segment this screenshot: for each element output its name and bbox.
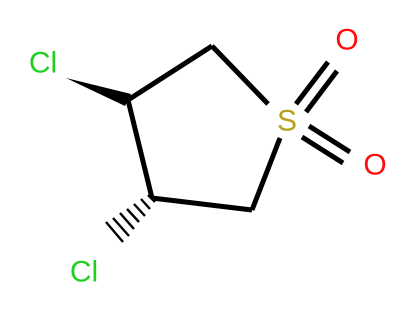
atom-o-top-label: O [335,24,358,57]
atom-o-bottom-label: O [363,149,386,182]
bond-s-o-top-b [304,69,339,114]
bond-s-o-bottom-b [300,134,345,166]
atom-s-label: S [277,105,297,138]
bond-s-o-bottom-a [307,123,352,155]
bond-s-o-top-a [294,60,330,106]
sulfonyl-bonds [294,60,352,166]
bond-c-s-top [210,44,270,106]
atom-cl-top-label: Cl [29,47,57,80]
bond-c-s-bottom [249,137,283,211]
bond-c-c-top [126,43,214,103]
bond-c-c-left [125,99,155,199]
ring-bonds [125,43,283,213]
hash-bond-c-cl-bottom [105,194,156,243]
bond-c-c-bottom [151,195,253,213]
wedge-bond-c-cl-top [66,78,131,106]
atom-cl-bottom-label: Cl [70,256,98,289]
